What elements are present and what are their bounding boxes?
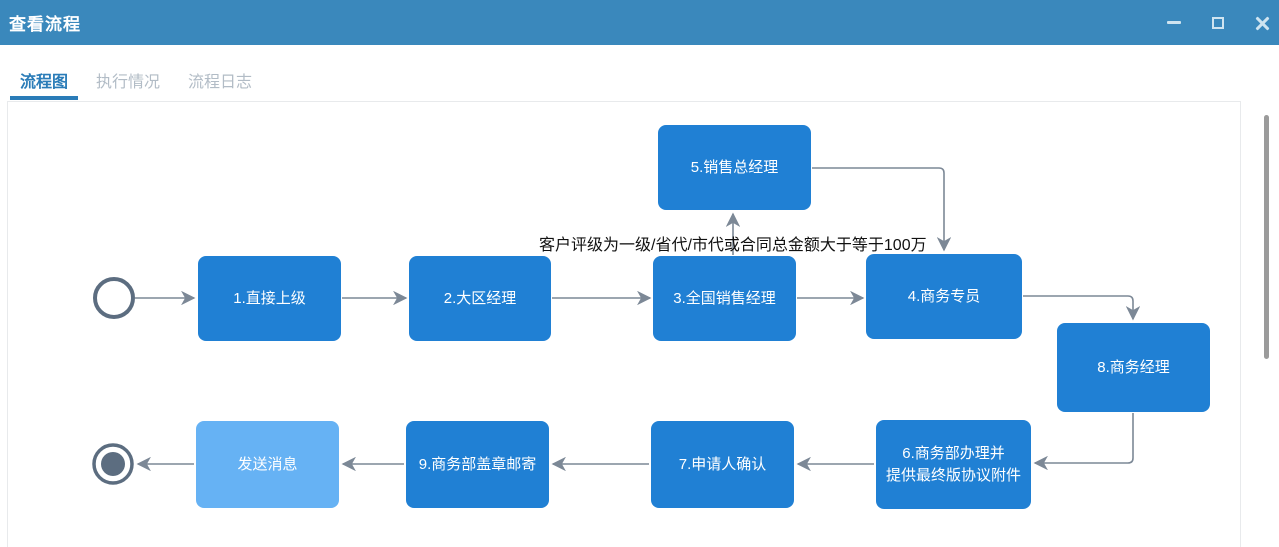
- flow-node-business-manager: 8.商务经理: [1057, 323, 1210, 412]
- flow-node-label: 6.商务部办理并 提供最终版协议附件: [885, 444, 1021, 484]
- window-controls: [1163, 0, 1273, 45]
- flow-node-label: 3.全国销售经理: [673, 289, 776, 307]
- tab-flowchart-label: 流程图: [20, 74, 69, 91]
- flow-node-applicant-confirm: 7.申请人确认: [651, 421, 794, 508]
- connector-4-8: [1023, 295, 1141, 321]
- flow-node-label: 2.大区经理: [443, 289, 517, 307]
- flow-node-stamp-and-mail: 9.商务部盖章邮寄: [406, 421, 549, 508]
- titlebar: 查看流程: [0, 0, 1279, 45]
- tab-process-log-label: 流程日志: [188, 74, 253, 91]
- start-event: [93, 277, 135, 319]
- close-button[interactable]: [1251, 12, 1273, 34]
- tab-execution-status-label: 执行情况: [96, 74, 161, 91]
- flowchart-canvas: 1.直接上级 2.大区经理 3.全国销售经理 4.商务专员 5.销售总经理 6.…: [8, 102, 1241, 547]
- flow-node-business-dept-handle: 6.商务部办理并 提供最终版协议附件: [876, 420, 1031, 509]
- flow-node-label: 4.商务专员: [907, 287, 981, 305]
- flow-node-label: 5.销售总经理: [690, 158, 779, 176]
- flow-node-region-manager: 2.大区经理: [409, 256, 551, 341]
- tab-process-log[interactable]: 流程日志: [178, 60, 262, 100]
- edge-condition-annotation: 客户评级为一级/省代/市代或合同总金额大于等于100万: [539, 237, 927, 254]
- flow-node-label: 8.商务经理: [1097, 358, 1170, 376]
- flow-node-label: 7.申请人确认: [678, 455, 767, 473]
- vertical-scrollbar-thumb[interactable]: [1264, 115, 1269, 359]
- tab-bar: 流程图 执行情况 流程日志: [0, 60, 270, 100]
- tab-execution-status[interactable]: 执行情况: [86, 60, 170, 100]
- maximize-icon: [1212, 16, 1224, 29]
- flowchart-panel: 1.直接上级 2.大区经理 3.全国销售经理 4.商务专员 5.销售总经理 6.…: [7, 101, 1241, 547]
- minimize-icon: [1167, 21, 1181, 24]
- flow-node-label: 9.商务部盖章邮寄: [418, 455, 537, 473]
- flow-node-direct-superior: 1.直接上级: [198, 256, 341, 341]
- end-event: [92, 443, 134, 485]
- connector-8-6: [1033, 413, 1134, 471]
- close-icon: [1255, 16, 1269, 30]
- flow-node-sales-general-manager: 5.销售总经理: [658, 125, 811, 210]
- flow-node-business-specialist: 4.商务专员: [866, 254, 1022, 339]
- flow-node-label: 发送消息: [237, 455, 298, 473]
- flow-node-send-message: 发送消息: [196, 421, 339, 508]
- connector-5-4: [812, 167, 952, 252]
- tab-flowchart[interactable]: 流程图: [10, 60, 79, 100]
- flow-node-label: 1.直接上级: [233, 289, 306, 307]
- maximize-button[interactable]: [1207, 12, 1229, 34]
- flow-node-national-sales-manager: 3.全国销售经理: [653, 256, 796, 341]
- flowchart-connectors: [92, 167, 1141, 485]
- minimize-button[interactable]: [1163, 12, 1185, 34]
- dialog-title: 查看流程: [9, 15, 81, 34]
